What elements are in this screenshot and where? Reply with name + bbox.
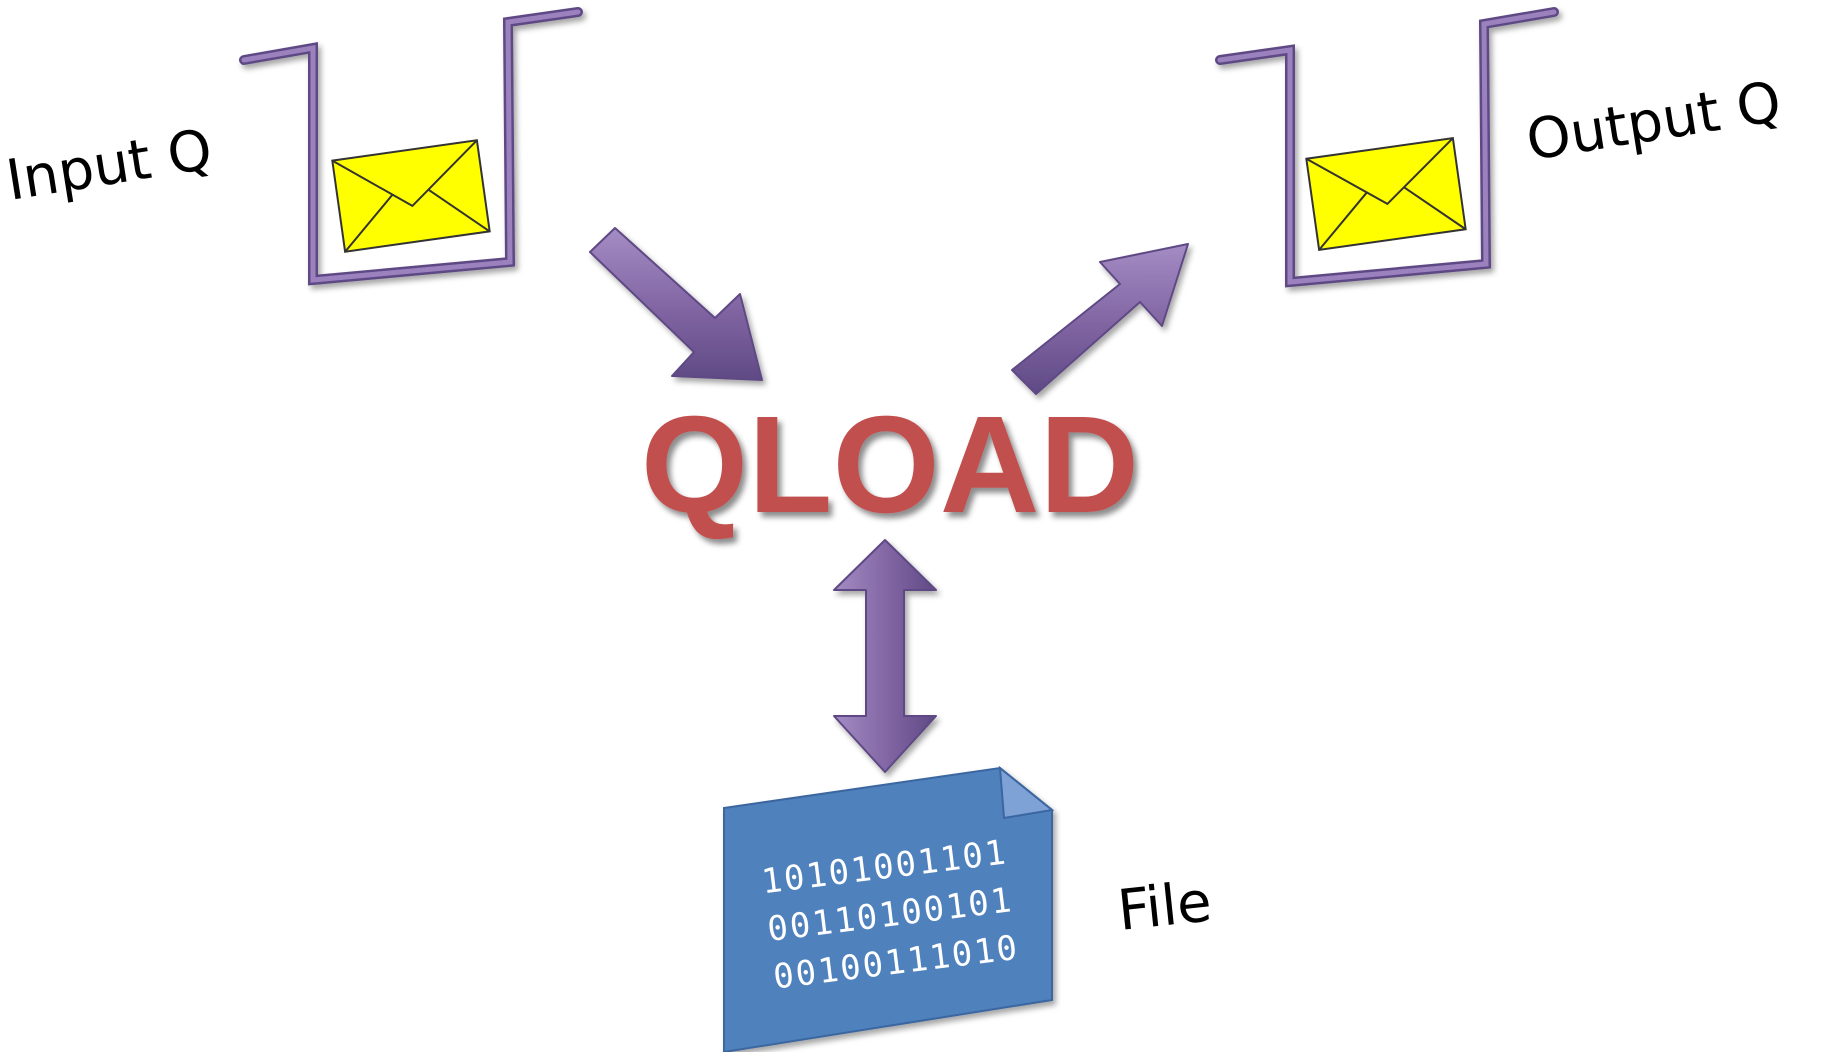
output-queue <box>1215 7 1559 288</box>
binary-file-icon: 10101001101 00110100101 00100111010 <box>723 765 1055 1052</box>
arrow-input-to-qload <box>589 227 763 381</box>
envelope-icon <box>1305 137 1467 251</box>
arrow-qload-file-bidirectional <box>833 539 937 773</box>
envelope-icon <box>331 139 491 253</box>
arrow-qload-to-output <box>1011 243 1189 395</box>
qload-title: QLOAD <box>641 388 1139 542</box>
input-queue <box>239 7 583 286</box>
input-queue-label: Input Q <box>2 117 217 214</box>
file-label: File <box>1115 869 1215 943</box>
output-queue-label: Output Q <box>1522 70 1785 174</box>
